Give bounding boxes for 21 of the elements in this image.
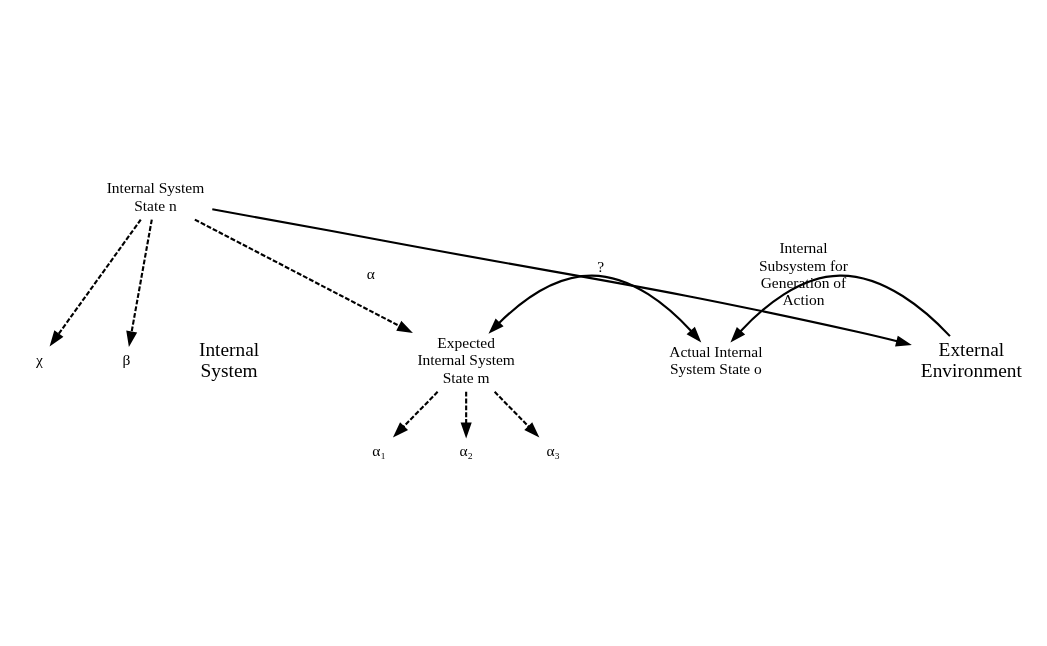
arrow [194,218,413,333]
node-text: α₁ [372,441,386,459]
edge-label: α [366,264,375,282]
node-text: Internal System State n [106,178,205,214]
arrow [488,274,702,342]
arrow [212,207,912,346]
arrow [460,391,472,438]
arrow [49,218,142,346]
node-text: β [122,350,131,368]
node-text: Internal System [198,338,260,381]
arrow [730,274,951,343]
edge-label: ? [597,257,605,275]
node-text: External Environment [920,338,1022,381]
node-text: χ [35,350,43,368]
arrow [493,390,540,438]
node-text: α₃ [546,441,561,459]
arrow [126,218,153,347]
node-text: Actual Internal System State o [669,342,763,377]
node-text: Expected Internal System State m [417,333,515,386]
node-text: α₂ [459,441,473,459]
arrow [392,390,439,438]
